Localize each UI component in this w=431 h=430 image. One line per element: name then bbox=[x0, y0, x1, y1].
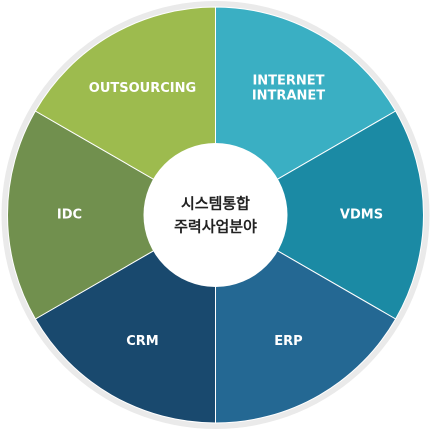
segment-label-crm: CRM bbox=[126, 334, 159, 349]
segment-label-internet-line2: INTRANET bbox=[252, 89, 325, 104]
center-circle bbox=[143, 143, 288, 287]
center-title-line2: 주력사업분야 bbox=[174, 218, 257, 236]
segment-label-idc: IDC bbox=[57, 208, 82, 223]
segment-label-erp: ERP bbox=[274, 334, 302, 349]
center-title-line1: 시스템통합 bbox=[181, 195, 250, 213]
segment-label-vdms: VDMS bbox=[340, 208, 383, 223]
segment-idc bbox=[7, 110, 217, 320]
segment-label-internet-line1: INTERNET bbox=[252, 74, 324, 89]
segment-label-outsourcing: OUTSOURCING bbox=[89, 81, 196, 96]
segment-vdms bbox=[214, 110, 424, 320]
